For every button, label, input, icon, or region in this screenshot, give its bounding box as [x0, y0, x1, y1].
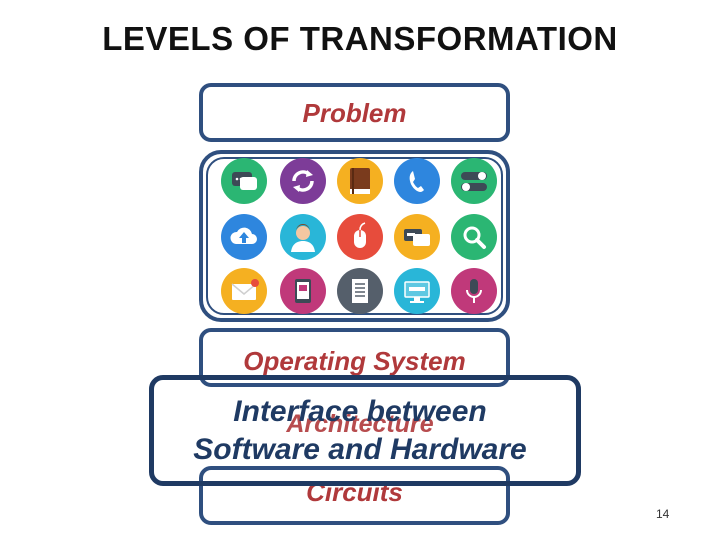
slide-title: LEVELS OF TRANSFORMATION [102, 20, 618, 57]
microphone-icon [451, 268, 497, 314]
interface-line-1: Interface between [233, 395, 487, 428]
problem-label: Problem [302, 98, 407, 128]
cloud-upload-icon [221, 214, 267, 260]
message-icon [394, 214, 440, 260]
http-monitor-icon [394, 268, 440, 314]
operating-system-label: Operating System [243, 346, 466, 376]
magnifier-icon [451, 214, 497, 260]
page-number: 14 [656, 507, 670, 521]
toggle-switch-icon [451, 158, 497, 204]
interface-line-2: Software and Hardware [193, 433, 527, 466]
phone-icon [394, 158, 440, 204]
circuits-level-box: Circuits [199, 466, 510, 525]
mail-icon [221, 268, 267, 314]
mouse-icon [337, 214, 383, 260]
sync-icon [280, 158, 326, 204]
architecture-level-box [149, 375, 581, 486]
problem-level-box: Problem [199, 83, 510, 142]
interface-between-software-and-hardware-text: Interface between Software and Hardware [0, 393, 720, 469]
document-icon [337, 268, 383, 314]
architecture-label: Architecture [286, 410, 434, 438]
book-icon [337, 158, 383, 204]
user-avatar-icon [280, 214, 326, 260]
tablet-icon [280, 268, 326, 314]
chat-bubble-icon [221, 158, 267, 204]
